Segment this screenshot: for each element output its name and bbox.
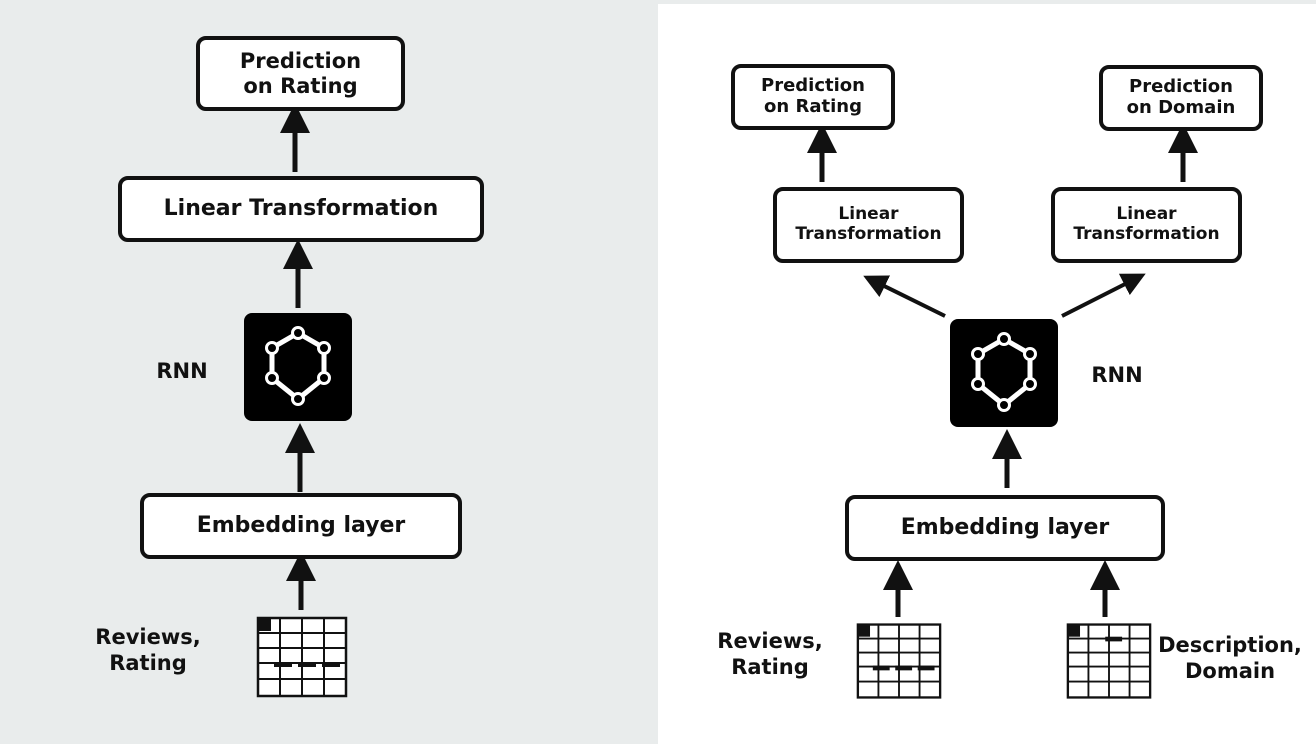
left-table-icon [256,616,348,698]
left-embedding-box: Embedding layer [140,493,462,559]
left-rnn-label: RNN [156,359,208,383]
right-rnn-label: RNN [1091,363,1143,387]
left-embedding-text: Embedding layer [196,513,406,539]
left-linear-box: Linear Transformation [118,176,484,242]
right-prediction-rating-box: Prediction on Rating [731,64,895,130]
right-input-left-label: Reviews, Rating [717,629,823,680]
right-linear-left-text: Linear Transformation [795,204,942,244]
left-prediction-text: Prediction on Rating [239,49,362,98]
right-embedding-text: Embedding layer [900,515,1110,541]
right-linear-left-box: Linear Transformation [773,187,964,263]
right-prediction-domain-text: Prediction on Domain [1126,76,1236,118]
right-linear-right-box: Linear Transformation [1051,187,1242,263]
right-rnn-icon [950,319,1058,427]
left-linear-text: Linear Transformation [163,196,439,222]
right-input-right-label: Description, Domain [1158,633,1302,684]
right-prediction-domain-box: Prediction on Domain [1099,65,1263,131]
right-table-left-icon [856,622,942,700]
left-rnn-icon [244,313,352,421]
right-prediction-rating-text: Prediction on Rating [761,75,865,117]
left-prediction-box: Prediction on Rating [196,36,405,111]
right-linear-right-text: Linear Transformation [1073,204,1220,244]
right-embedding-box: Embedding layer [845,495,1165,561]
left-input-label: Reviews, Rating [95,625,201,676]
right-table-right-icon [1066,622,1152,700]
